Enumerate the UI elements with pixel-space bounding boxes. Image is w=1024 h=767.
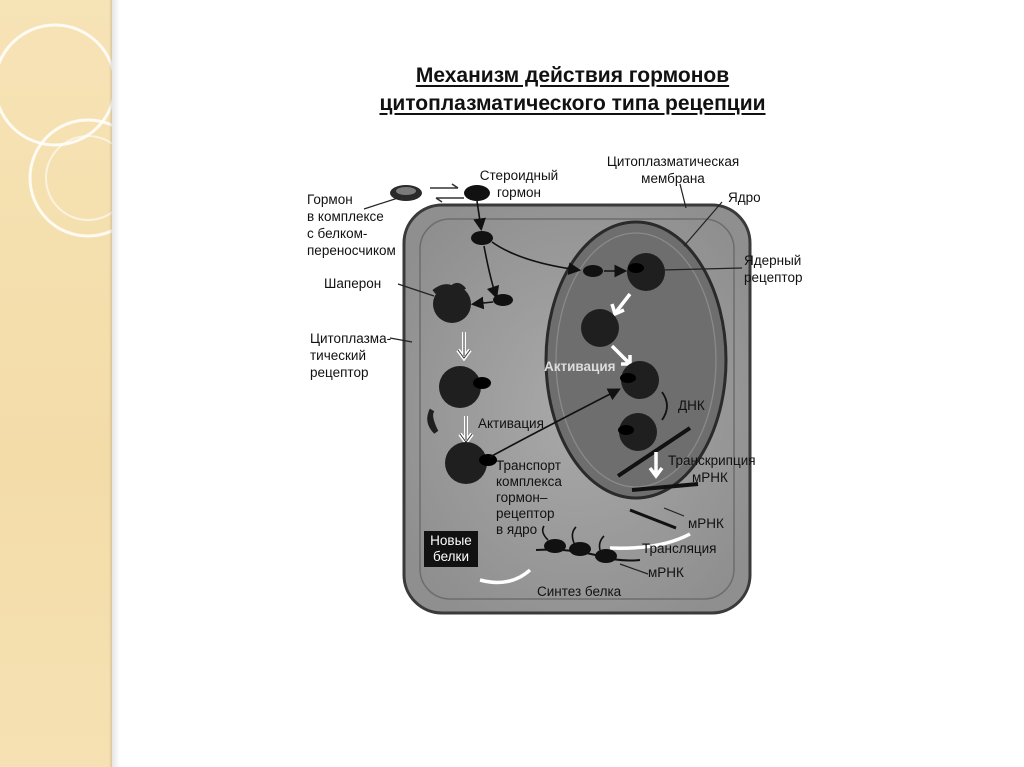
dna-strand: [616, 426, 692, 478]
hormone-bound-3: [479, 454, 497, 466]
dna-label: ДНК: [678, 398, 705, 413]
steroid-hormone: [464, 185, 490, 201]
hormone-complex-label-1: Гормон: [307, 192, 353, 207]
cyto-receptor-2: [439, 366, 481, 408]
mrna-label-3: мРНК: [648, 565, 684, 580]
membrane-label-1: Цитоплазматическая: [607, 154, 739, 169]
nuclear-receptor-label-1: Ядерный: [744, 253, 801, 268]
chaperone-label: Шаперон: [324, 276, 381, 291]
hormone-complex-label-3: с белком-: [307, 226, 367, 241]
mrna-exiting: [629, 508, 677, 530]
hormone-complex-label-4: переносчиком: [307, 243, 396, 258]
protein-synthesis-label: Синтез белка: [537, 584, 622, 599]
nuc-down-arrow-1: [610, 292, 632, 317]
nuclear-receptor-1: [627, 253, 665, 291]
cyto-receptor-label-1: Цитоплазма-: [310, 331, 391, 346]
page-title: Механизм действия гормонов цитоплазматич…: [300, 62, 845, 118]
hormone-entry-arrow: [473, 200, 486, 232]
mrna-label-2: мРНК: [688, 516, 724, 531]
title-line-2: цитоплазматического типа рецепции: [379, 92, 766, 115]
transcription-label: Транскрипция: [668, 453, 756, 468]
new-proteins-box: [424, 531, 478, 567]
transport-label-5: в ядро: [496, 522, 537, 537]
cyto-receptor-label-3: рецептор: [310, 365, 368, 380]
cyto-receptor-1: [433, 285, 471, 323]
to-receptor-arrow: [470, 296, 494, 310]
activation-cyto-label: Активация: [478, 416, 544, 431]
to-chaperone-arrow: [483, 245, 500, 300]
nucleus: [544, 220, 728, 500]
transport-label-1: Транспорт: [496, 458, 561, 473]
nuclear-hormone-3: [620, 373, 636, 383]
slide-shadow: [112, 0, 120, 767]
polypeptide-chains: [541, 525, 605, 551]
to-nucleus-arrow: [491, 241, 582, 276]
new-proteins-label-2: белки: [433, 549, 469, 564]
transcription-arrow: [648, 452, 664, 479]
leader-lines: [363, 183, 743, 575]
carrier-protein-inner: [396, 187, 416, 195]
transport-arrow: [489, 388, 621, 458]
steroid-hormone-label-2: гормон: [497, 185, 541, 200]
nucleus-label: Ядро: [728, 190, 761, 205]
equilibrium-arrows: [430, 183, 464, 203]
translation-label: Трансляция: [642, 541, 716, 556]
ribosome-3: [595, 549, 617, 563]
transport-label-2: комплекса: [496, 474, 562, 489]
hormone-complex-label-2: в комплексе: [307, 209, 384, 224]
title-line-1: Механизм действия гормонов: [415, 64, 730, 87]
chaperone-shape: [432, 282, 466, 294]
cyto-receptor-label-2: тический: [310, 348, 366, 363]
nuclear-hormone-4: [618, 425, 634, 435]
hormone-bound-2: [473, 377, 491, 389]
hormone-near-chaperone: [493, 294, 513, 306]
cyto-receptor-3: [445, 442, 487, 484]
nuclear-receptor-3: [621, 361, 659, 399]
nuclear-receptor-2: [581, 309, 619, 347]
decorative-rings: [0, 23, 112, 238]
hormone-in-cytoplasm: [471, 231, 493, 245]
activation-nucleus-label: Активация: [544, 359, 616, 374]
nucleus-inner-line: [555, 232, 717, 488]
membrane-label-2: мембрана: [641, 171, 705, 186]
transport-label-4: рецептор: [496, 506, 554, 521]
new-protein-arrow: [479, 568, 532, 585]
down-arrow-1-outline: [457, 332, 471, 359]
nuclear-hormone-1: [628, 263, 644, 273]
ribosome-2: [569, 542, 591, 556]
new-proteins-label-1: Новые: [430, 533, 472, 548]
dna-bracket: [661, 391, 668, 421]
cell-inner-line: [419, 218, 735, 600]
slide-side-panel: [0, 0, 112, 767]
mrna-in-nucleus: [631, 482, 699, 492]
steroid-hormone-label-1: Стероидный: [480, 168, 558, 183]
nuclear-receptor-label-2: рецептор: [744, 270, 802, 285]
nuclear-receptor-4: [619, 413, 657, 451]
released-chaperone: [427, 408, 439, 434]
hormone-in-nucleus: [583, 265, 603, 277]
mrna-label-1: мРНК: [692, 470, 728, 485]
ribosome-1: [544, 539, 566, 553]
to-translation-arrow: [609, 532, 691, 550]
transport-label-3: гормон–: [496, 490, 548, 505]
